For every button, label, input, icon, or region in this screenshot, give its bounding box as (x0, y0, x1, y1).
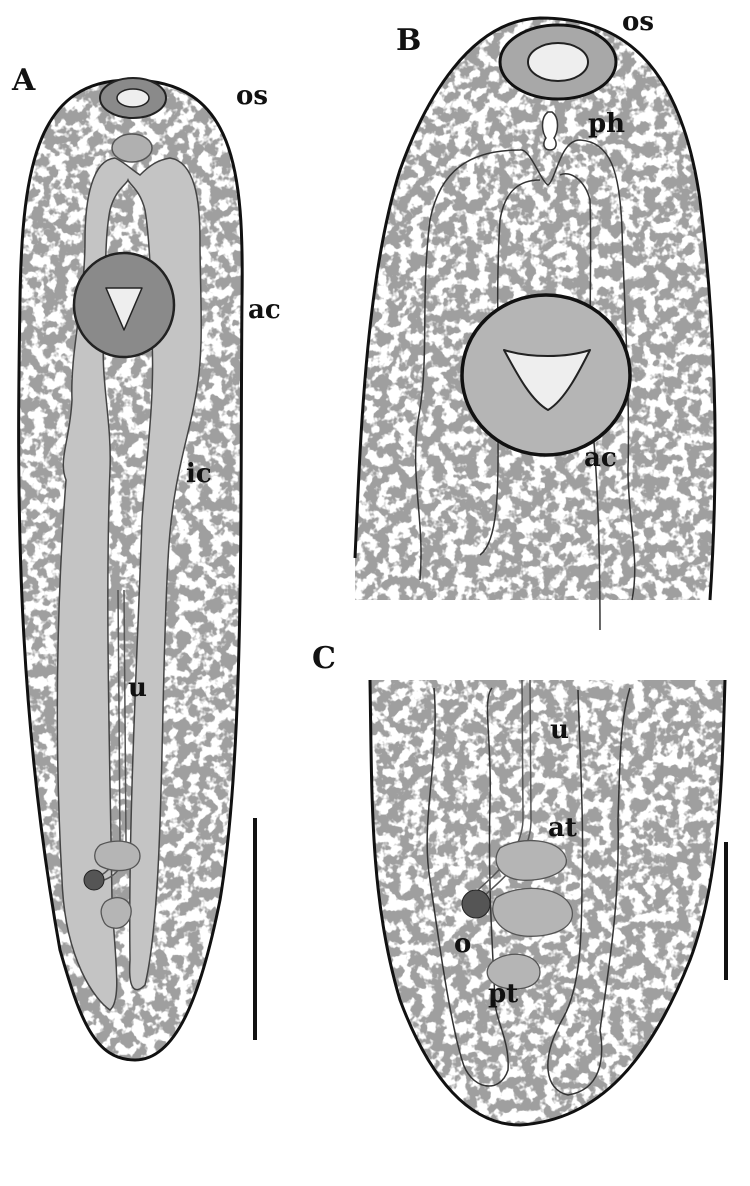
label-u-c: u (550, 715, 569, 745)
label-u-a: u (128, 673, 147, 703)
oral-sucker-lumen-a (117, 89, 149, 107)
label-pt-c: pt (488, 979, 518, 1009)
label-ph-b: ph (588, 109, 625, 139)
panel-a: A os ac ic u (10, 63, 281, 1070)
label-os-b: os (622, 7, 654, 37)
pharynx-a (112, 134, 152, 162)
label-os-a: os (236, 81, 268, 111)
posterior-testis-c (493, 888, 573, 936)
anterior-testis-c (496, 841, 566, 881)
panel-b: B os ph ac (350, 7, 730, 630)
ovary-a (84, 870, 104, 890)
panel-c: C u at o pt (312, 641, 730, 1135)
label-ic-a: ic (186, 459, 212, 489)
ovary-c (462, 890, 490, 918)
label-ac-a: ac (248, 295, 281, 325)
anterior-testis-a (95, 841, 140, 870)
panel-letter-a: A (11, 63, 36, 98)
label-at-c: at (548, 813, 577, 843)
panel-letter-c: C (312, 641, 336, 676)
pharynx-b (543, 112, 558, 150)
label-ac-b: ac (584, 443, 617, 473)
panel-letter-b: B (396, 23, 421, 58)
oral-sucker-lumen-b (528, 43, 588, 81)
label-o-c: o (454, 929, 471, 959)
posterior-testis-a (101, 898, 131, 929)
